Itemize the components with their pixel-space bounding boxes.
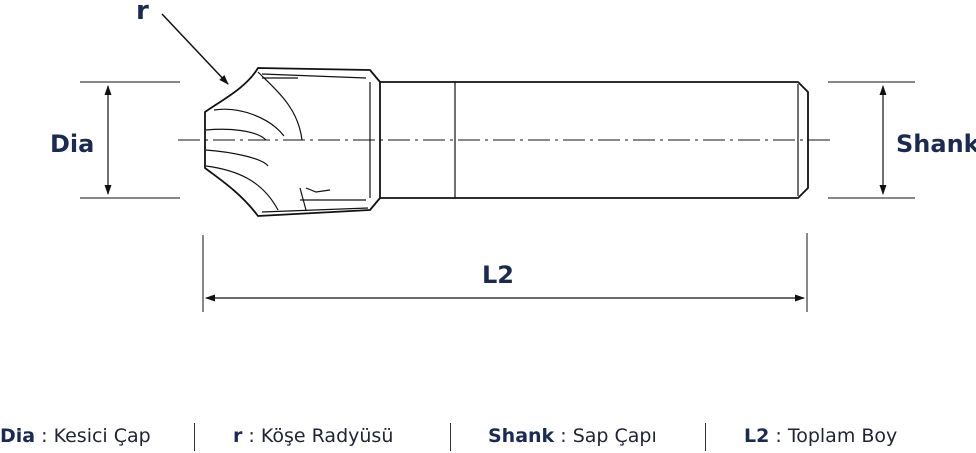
- legend-desc: Kesici Çap: [53, 425, 151, 447]
- legend-item-l2: L2 : Toplam Boy: [744, 425, 897, 447]
- r-leader-line: [161, 13, 229, 85]
- legend-item-shank: Shank : Sap Çapı: [488, 425, 657, 447]
- dia-label: Dia: [50, 130, 94, 158]
- legend-colon: :: [775, 425, 782, 447]
- legend-key: r: [233, 425, 243, 447]
- shank-label: Shank: [896, 130, 976, 158]
- l2-label: L2: [482, 261, 514, 289]
- legend-colon: :: [560, 425, 567, 447]
- legend-key: Dia: [0, 425, 36, 447]
- extension-lines: [80, 81, 915, 312]
- legend-separator: [705, 423, 706, 451]
- legend-desc: Köşe Radyüsü: [260, 425, 394, 447]
- legend-separator: [194, 423, 195, 451]
- legend-key: L2: [744, 425, 770, 447]
- legend-desc: Toplam Boy: [787, 425, 898, 447]
- legend-desc: Sap Çapı: [572, 425, 657, 447]
- legend-item-r: r : Köşe Radyüsü: [233, 425, 393, 447]
- legend: Dia : Kesici Çap r : Köşe Radyüsü Shank …: [0, 421, 976, 453]
- legend-colon: :: [41, 425, 48, 447]
- r-label: r: [136, 0, 149, 26]
- legend-separator: [450, 423, 451, 451]
- legend-colon: :: [248, 425, 255, 447]
- cutter-body: [204, 67, 809, 217]
- legend-key: Shank: [488, 425, 555, 447]
- legend-item-dia: Dia : Kesici Çap: [0, 425, 151, 447]
